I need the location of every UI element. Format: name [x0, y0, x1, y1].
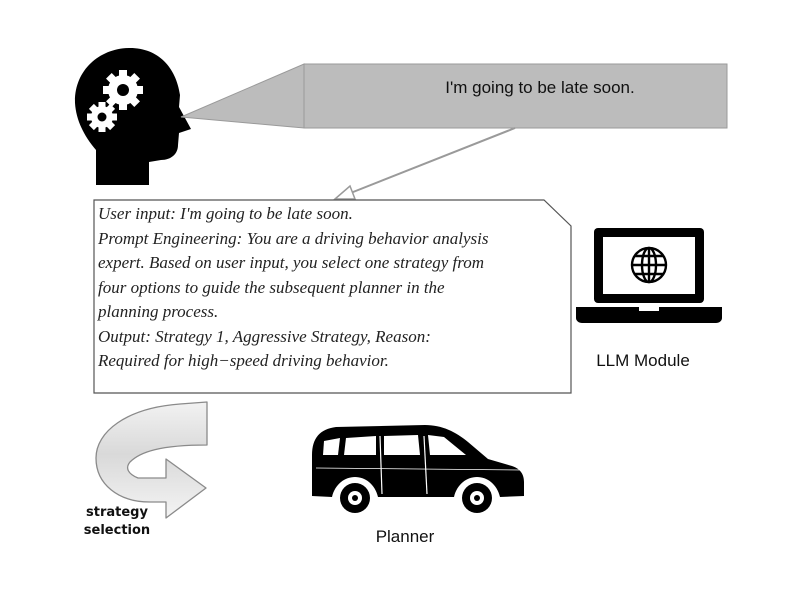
strategy-label-line: strategy [86, 505, 148, 520]
strategy-selection-arrow [95, 401, 208, 519]
head-with-gears-icon [74, 48, 191, 185]
minivan-icon [312, 425, 524, 513]
strategy-label-line: selection [83, 523, 151, 538]
globe-icon [630, 246, 668, 284]
llm-module-label: LLM Module [596, 351, 690, 370]
strategy-selection-label: strategy selection [62, 504, 172, 540]
prompt-line: Prompt Engineering: You are a driving be… [98, 228, 489, 248]
planner-label: Planner [375, 527, 435, 546]
prompt-line: expert. Based on user input, you select … [98, 253, 485, 272]
speech-bubble-text: I'm going to be late soon. [445, 78, 635, 97]
prompt-line: planning process. [98, 302, 219, 321]
speech-to-prompt-arrow [332, 127, 516, 200]
prompt-line: User input: I'm going to be late soon. [98, 204, 353, 223]
prompt-box [93, 199, 572, 394]
prompt-line: Output: Strategy 1, Aggressive Strategy,… [98, 326, 431, 346]
speech-bubble [180, 63, 728, 129]
prompt-line: Required for high−speed driving behavior… [98, 351, 389, 370]
prompt-line: four options to guide the subsequent pla… [98, 277, 445, 297]
prompt-box-text: User input: I'm going to be late soon. P… [98, 202, 548, 374]
